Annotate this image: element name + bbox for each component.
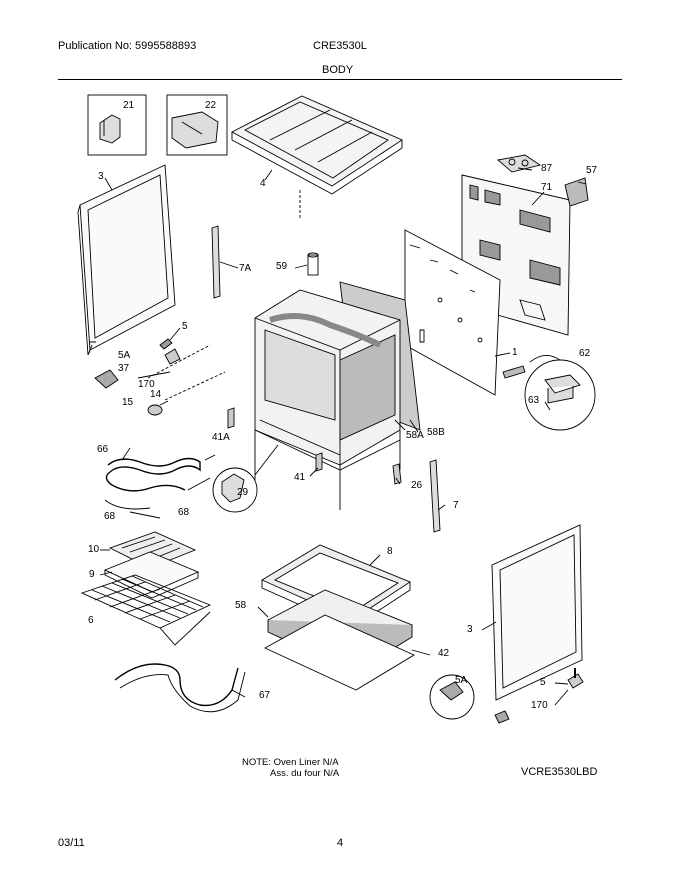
part-21-bracket-box [87,94,147,156]
part-57-cover [564,177,589,207]
callout-3: 3 [98,171,104,182]
callout-170: 170 [138,379,155,390]
part-22-bracket-box [166,94,228,156]
callout-63: 63 [528,395,540,406]
callout-58B: 58B [427,427,445,438]
callout-41: 41 [294,472,306,483]
callout-62: 62 [579,348,591,359]
part-26-bracket [392,463,402,485]
part-42-drawer-bottom [264,614,415,691]
callout-5A-right: 5A [455,675,468,686]
callout-87: 87 [541,163,553,174]
part-15-socket [147,400,169,416]
header-rule [58,79,622,80]
part-5A-hinge [94,369,119,389]
callout-7A: 7A [239,263,252,274]
section-title: BODY [322,64,354,76]
model-number: CRE3530L [313,40,367,52]
callout-170-right: 170 [531,700,548,711]
part-41A-bracket [227,407,235,429]
callout-15: 15 [122,397,134,408]
part-67-element [114,663,246,713]
callout-68-upper: 68 [178,507,190,518]
callout-58: 58 [235,600,247,611]
part-7A-bracket [211,225,221,299]
callout-22: 22 [205,100,217,111]
part-5A-right-hinge [429,674,475,720]
callout-8: 8 [387,546,393,557]
callout-26: 26 [411,480,423,491]
callout-71: 71 [541,182,553,193]
part-8-drawer-panel [261,544,411,629]
callout-58A: 58A [406,430,424,441]
callout-7: 7 [453,500,459,511]
part-3-right-side-panel [491,524,583,701]
callout-3-right: 3 [467,624,473,635]
callout-57: 57 [586,165,598,176]
part-41-bracket [315,452,323,472]
callout-41A: 41A [212,432,230,443]
callout-5: 5 [182,321,188,332]
callout-10: 10 [88,544,100,555]
part-62-terminal-block [502,359,596,431]
callout-29: 29 [237,487,249,498]
callout-4: 4 [260,178,266,189]
part-4-top-panel [231,95,403,220]
diagram-code: VCRE3530LBD [521,766,598,778]
oven-body-frame [254,289,401,510]
part-29-clip [212,467,258,513]
part-87-plate [496,154,542,173]
callout-67: 67 [259,690,271,701]
part-66-bake-element [105,454,216,492]
callout-1: 1 [512,347,518,358]
part-6-oven-rack [80,574,212,646]
part-7-bracket [429,459,441,533]
callout-14: 14 [150,389,162,400]
callout-59: 59 [276,261,288,272]
callout-68-lower: 68 [104,511,116,522]
note-line-1: NOTE: Oven Liner N/A [242,757,339,768]
callout-6: 6 [88,615,94,626]
callout-42: 42 [438,648,450,659]
part-5-screw [159,338,173,350]
part-3-left-side-panel [77,164,176,356]
callout-37: 37 [118,363,130,374]
page-number: 4 [337,837,344,849]
publication-number: Publication No: 5995588893 [58,40,197,52]
part-59-fitting [307,252,319,276]
callout-21: 21 [123,100,135,111]
part-10-broiler-grid [108,531,197,569]
callout-9: 9 [89,569,95,580]
callout-5A: 5A [118,350,131,361]
callout-5-right: 5 [540,677,546,688]
footer-date: 03/11 [58,837,85,849]
note-line-2: Ass. du four N/A [270,768,340,779]
callout-66: 66 [97,444,109,455]
